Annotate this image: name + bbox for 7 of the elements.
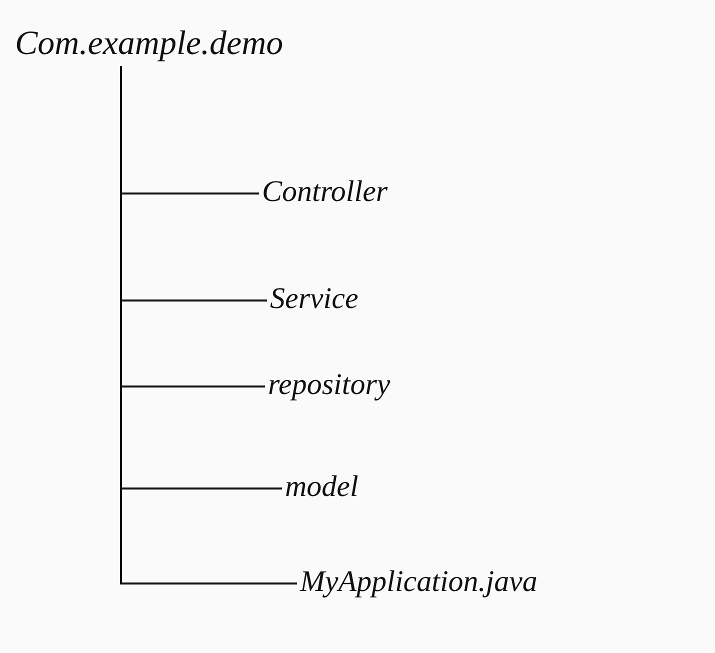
folder-name: Controller — [262, 175, 388, 208]
folder-name: model — [285, 470, 358, 503]
package-name: Com.example.demo — [15, 25, 284, 62]
folder-name: Service — [270, 282, 358, 315]
folder-name: MyApplication.java — [300, 565, 538, 598]
tree-line — [120, 66, 297, 584]
folder-name: repository — [268, 368, 390, 401]
